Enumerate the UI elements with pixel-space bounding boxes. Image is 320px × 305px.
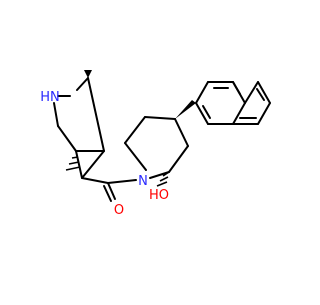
- molecule-drawing: HN N O HO: [40, 70, 271, 218]
- bond: [174, 118, 189, 147]
- bond: [124, 116, 146, 144]
- bond: [81, 150, 105, 179]
- bond: [256, 88, 265, 101]
- bond: [75, 150, 83, 179]
- structure-canvas: HN N O HO: [40, 70, 271, 218]
- wedge-bond: [175, 100, 196, 119]
- bond: [149, 171, 170, 179]
- piperidine-nitrogen-label: N: [138, 174, 148, 189]
- hash-bond: [156, 171, 170, 187]
- bond: [53, 102, 59, 127]
- bond: [103, 185, 112, 202]
- hash-bond: [65, 156, 81, 171]
- bond: [202, 105, 211, 119]
- bond: [81, 177, 109, 184]
- bond: [144, 116, 176, 120]
- bond: [76, 77, 89, 91]
- bond: [232, 102, 246, 125]
- bond: [124, 142, 147, 171]
- bond: [195, 102, 209, 125]
- wedge-bond: [84, 70, 92, 78]
- carbonyl-oxygen-label: O: [114, 203, 124, 218]
- bond: [107, 179, 137, 184]
- amine-nitrogen-label: HN: [40, 90, 60, 105]
- bond: [87, 77, 105, 152]
- bond: [244, 81, 259, 104]
- bond-skeleton: [53, 77, 271, 202]
- bond: [195, 81, 209, 104]
- bond: [257, 81, 271, 104]
- bond: [57, 125, 77, 152]
- bond: [232, 81, 241, 95]
- hydroxyl-label: HO: [149, 188, 169, 203]
- bond: [168, 145, 189, 173]
- bond: [107, 182, 116, 200]
- bond: [257, 102, 271, 125]
